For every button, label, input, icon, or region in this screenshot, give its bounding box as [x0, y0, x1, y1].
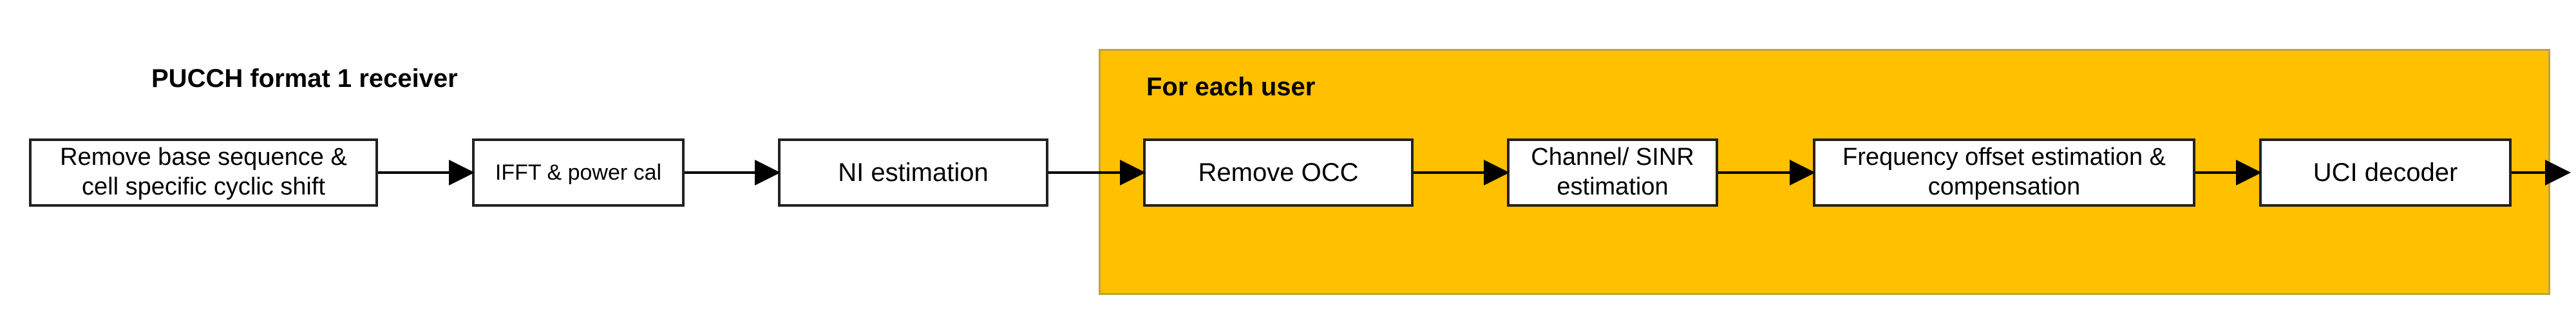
remove-base-sequence-label: Remove base sequence & cell specific cyc…	[60, 144, 347, 200]
frequency-offset-label: Frequency offset estimation & compensati…	[1842, 144, 2166, 200]
ni-estimation-block: NI estimation	[778, 138, 1048, 207]
ifft-power-cal-label: IFFT & power cal	[495, 160, 662, 185]
ni-estimation-label: NI estimation	[838, 158, 989, 187]
remove-occ-block: Remove OCC	[1143, 138, 1414, 207]
remove-base-sequence-block: Remove base sequence & cell specific cyc…	[29, 138, 378, 207]
uci-decoder-label: UCI decoder	[2313, 158, 2458, 187]
ifft-power-cal-block: IFFT & power cal	[472, 138, 685, 207]
frequency-offset-block: Frequency offset estimation & compensati…	[1813, 138, 2195, 207]
remove-occ-label: Remove OCC	[1198, 158, 1359, 187]
channel-sinr-estimation-label: Channel/ SINR estimation	[1531, 144, 1694, 200]
for-each-user-label: For each user	[1146, 73, 1316, 101]
diagram-title: PUCCH format 1 receiver	[151, 64, 458, 93]
uci-decoder-block: UCI decoder	[2259, 138, 2512, 207]
